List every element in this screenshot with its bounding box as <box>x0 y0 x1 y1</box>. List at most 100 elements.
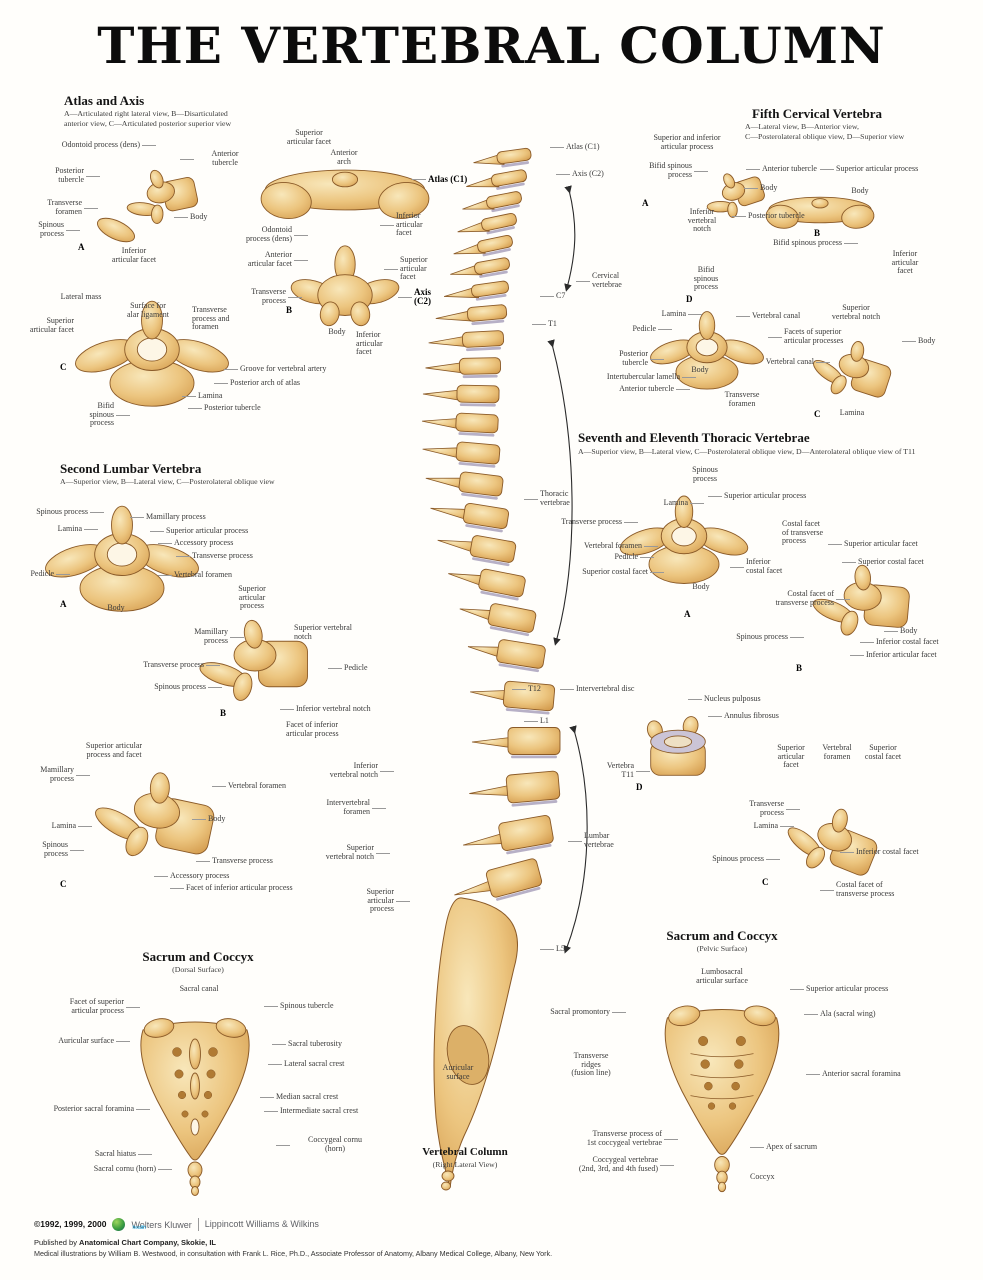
section-heading-fifth-cervical: Fifth Cervical Vertebra <box>752 106 882 121</box>
section-heading-thoracic: Seventh and Eleventh Thoracic Vertebrae <box>578 430 810 445</box>
anatomy-label: Superior articular facet <box>286 128 332 146</box>
anatomy-label: Transverse process <box>196 856 306 866</box>
anatomy-label: Superior articular facet <box>777 743 805 770</box>
anatomy-label: Intertubercular lamella <box>576 372 696 382</box>
anatomy-label: Sacral promontory <box>526 1007 626 1017</box>
anatomy-label: Inferior costal facet <box>840 847 948 857</box>
anatomy-label: Body <box>691 365 709 374</box>
anatomy-label: Spinous process <box>692 465 718 483</box>
anatomy-label: Superior costal facet <box>552 567 664 577</box>
anatomy-label: Superior costal facet <box>864 743 902 761</box>
anatomy-label: Transverse process <box>536 517 638 527</box>
anatomy-label: Body <box>192 814 236 824</box>
view-marker: A <box>642 198 649 208</box>
anatomy-label: Lumbosacral articular surface <box>696 967 748 985</box>
anatomy-label: Axis (C2) <box>556 169 624 179</box>
anatomy-label: Lamina <box>32 821 92 831</box>
anatomy-label: Superior articular process <box>820 164 956 174</box>
anatomy-label: T1 <box>532 319 566 329</box>
anatomy-label: Mamillary process <box>18 765 90 783</box>
anatomy-label: Anterior tubercle <box>746 164 844 174</box>
copyright-text: ©1992, 1999, 2000 <box>34 1219 107 1229</box>
anatomy-label: Transverse foramen <box>18 198 98 216</box>
anatomy-label: Inferior costal facet <box>730 557 804 575</box>
anatomy-label: Costal facet of transverse process <box>742 589 850 607</box>
publisher-line: Published by Anatomical Chart Company, S… <box>34 1238 934 1247</box>
view-marker: A <box>684 609 691 619</box>
anatomy-label: Transverse ridges (fusion line) <box>571 1051 611 1078</box>
anatomy-label: Posterior tubercle <box>188 403 292 413</box>
anatomy-label: Anterior articular facet <box>206 250 308 268</box>
anatomy-label: Surface for alar ligament <box>127 301 169 319</box>
anatomy-label: Inferior vertebral notch <box>280 704 404 714</box>
anatomy-label: Spinous process <box>686 854 780 864</box>
anatomy-label: Anterior tubercle <box>590 384 690 394</box>
anatomy-label: Posterior sacral foramina <box>26 1104 150 1114</box>
anatomy-label: Odontoid process (dens) <box>212 225 308 243</box>
anatomy-label: Coccygeal vertebrae (2nd, 3rd, and 4th f… <box>540 1155 674 1173</box>
anatomy-label: Lamina <box>648 498 704 508</box>
anatomy-label: Anterior tubercle <box>180 149 254 167</box>
central-figure-subcaption: (Right Lateral View) <box>432 1160 498 1169</box>
anatomy-label: Inferior articular facet <box>380 211 442 238</box>
anatomy-label: C7 <box>540 291 574 301</box>
anatomy-label: Costal facet of transverse process <box>782 519 824 546</box>
anatomy-label: Transverse foramen <box>724 390 760 408</box>
anatomy-label: Ala (sacral wing) <box>804 1009 904 1019</box>
view-marker: Atlas (C1) <box>412 175 482 184</box>
view-marker: B <box>286 305 293 315</box>
anatomy-label: Facets of superior articular processes <box>768 327 880 345</box>
central-figure-caption: Vertebral Column <box>422 1146 508 1158</box>
anatomy-label: Lateral mass <box>60 292 102 301</box>
anatomy-label: Lateral sacral crest <box>268 1059 378 1069</box>
anatomy-label: Lamina <box>738 821 794 831</box>
view-marker: C <box>814 409 821 419</box>
anatomy-label: Inferior vertebral notch <box>298 761 394 779</box>
anatomy-label: Auricular surface <box>24 1036 130 1046</box>
section-subtitle-atlas-axis: A—Articulated right lateral view, B—Disa… <box>64 109 232 128</box>
anatomy-label: Facet of superior articular process <box>32 997 140 1015</box>
anatomy-label: Vertebral foramen <box>158 570 262 580</box>
anatomy-label: Transverse process of 1st coccygeal vert… <box>550 1129 678 1147</box>
anatomy-label: Superior articular facet <box>828 539 956 549</box>
anatomy-label: Transverse process <box>176 551 286 561</box>
anatomy-label: Apex of sacrum <box>750 1142 844 1152</box>
anatomy-label: Superior and inferior articular process <box>653 133 721 151</box>
anatomy-label: Superior vertebral notch <box>292 843 390 861</box>
anatomy-label: Inferior costal facet <box>860 637 968 647</box>
footer-divider <box>197 1217 199 1231</box>
anatomy-label: Spinous tubercle <box>264 1001 364 1011</box>
anatomy-label: Inferior articular facet <box>111 246 157 264</box>
anatomy-label: Coccyx <box>750 1172 775 1181</box>
anatomy-label: Posterior arch of atlas <box>214 378 340 388</box>
anatomy-label: Body <box>902 336 946 346</box>
anatomy-label: Auricular surface <box>442 1063 474 1081</box>
anatomy-label: Body <box>174 212 220 222</box>
anatomy-label: Bifid spinous process <box>693 265 719 292</box>
anatomy-label: Thoracic vertebrae <box>524 489 590 507</box>
published-by-prefix: Published by <box>34 1238 80 1247</box>
anatomy-label: Bifid spinous process <box>622 161 708 179</box>
anatomy-label: Superior vertebral notch <box>831 303 881 321</box>
footer: ©1992, 1999, 2000 Wolters Kluwer health … <box>34 1216 934 1258</box>
anatomy-label: Pedicle <box>598 552 654 562</box>
anatomy-label: Annulus fibrosus <box>708 711 806 721</box>
anatomy-label: Lumbar vertebrae <box>568 831 634 849</box>
section-subtitle-fifth-cervical: A—Lateral view, B—Anterior view, C—Poste… <box>745 122 905 141</box>
view-marker: D <box>636 782 643 792</box>
section-heading-sacrum-dorsal: Sacrum and Coccyx <box>142 949 254 964</box>
anatomy-label: Posterior tubercle <box>22 166 100 184</box>
anatomy-label: Body <box>692 582 710 591</box>
anatomy-label: Lamina <box>839 408 865 417</box>
anatomy-label: Vertebral canal <box>736 311 826 321</box>
wolters-kluwer-logo-icon <box>112 1217 126 1231</box>
anatomy-label: Transverse process <box>730 799 800 817</box>
anatomy-label: Spinous process <box>18 840 84 858</box>
anatomy-label: Vertebral foramen <box>556 541 658 551</box>
anatomy-label: L5 <box>540 944 574 954</box>
section-subtitle-thoracic: A—Superior view, B—Lateral view, C—Poste… <box>578 447 916 456</box>
anatomy-label: Sacral cornu (horn) <box>64 1164 172 1174</box>
anatomy-label: Accessory process <box>158 538 266 548</box>
